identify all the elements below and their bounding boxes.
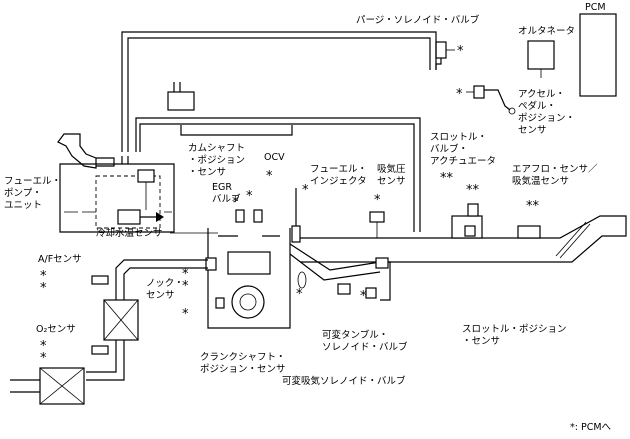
accel-asterisk: * <box>456 87 463 102</box>
intake-duct <box>300 203 627 263</box>
vis-asterisk: * <box>296 287 303 302</box>
af-asterisk-1: * <box>40 269 47 284</box>
purge-solenoid-valve: パージ・ソレノイド・バルブ * <box>356 14 480 70</box>
tps-asterisk: ** <box>466 183 480 198</box>
map-label-2: センサ <box>377 176 406 187</box>
accel-label-4: センサ <box>518 125 547 136</box>
injector-asterisk: * <box>302 183 309 198</box>
fuel-pump-label-3: ユニット <box>4 200 42 211</box>
knock-label-2: センサ <box>146 290 175 301</box>
fuel-pump-label-1: フューエル・ <box>4 176 61 187</box>
o2-asterisk-1: * <box>40 339 47 354</box>
vis-label: 可変吸気ソレノイド・バルブ <box>282 375 406 387</box>
injector-label-1: フューエル・ <box>310 164 367 175</box>
crank-label-1: クランクシャフト・ <box>200 352 286 363</box>
upper-labels: カムシャフト ・ポジション ・センサ OCV フューエル・ インジェクタ 吸気圧… <box>188 143 406 205</box>
alternator-label: オルタネータ <box>518 26 575 37</box>
cam-label-1: カムシャフト <box>188 143 245 154</box>
ocv-label: OCV <box>264 152 285 163</box>
coolant-asterisk-1: * <box>182 267 189 282</box>
purge-solenoid-label: パージ・ソレノイド・バルブ <box>356 14 480 26</box>
lower-labels: 冷却水温センサ A/Fセンサ ノック・ センサ O₂センサ クランクシャフト・ … <box>36 227 612 433</box>
upper-asterisks: * * * * * <box>232 169 381 210</box>
knock-label-1: ノック・ <box>146 278 184 289</box>
throttle-act-asterisk: ** <box>440 171 454 186</box>
map-label-1: 吸気圧 <box>377 163 406 175</box>
knock-asterisk: * <box>182 307 189 322</box>
crank-label-2: ポジション・センサ <box>200 364 286 375</box>
pcm-label: PCM <box>585 2 606 13</box>
coolant-temp-label: 冷却水温センサ <box>96 227 163 239</box>
cam-asterisk: * <box>246 189 253 204</box>
accel-label-3: ポジション・ <box>518 113 575 124</box>
accel-label-1: アクセル・ <box>518 89 565 100</box>
engine <box>205 188 301 329</box>
intake-runners <box>289 243 391 301</box>
alternator: オルタネータ <box>518 26 575 78</box>
throttle-act-label-1: スロットル・ <box>430 132 487 143</box>
egr-label-2: バルブ <box>212 193 241 205</box>
legend: *: PCMへ <box>570 422 612 433</box>
egr-label-1: EGR <box>212 182 232 193</box>
cam-label-2: ・ポジション <box>188 155 245 166</box>
throttle-act-label-2: バルブ・ <box>430 143 468 155</box>
lower-asterisks: * * * * * * * * * <box>40 267 367 366</box>
map-asterisk: * <box>374 193 381 208</box>
af-asterisk-2: * <box>40 281 47 296</box>
throttle-act-label-3: アクチュエータ <box>430 156 496 167</box>
fuel-pump-unit: フューエル・ ポンプ・ ユニット <box>4 133 175 233</box>
fuel-pump-label-2: ポンプ・ <box>4 188 42 199</box>
vacuum-lines <box>121 31 437 232</box>
tumble-label-1: 可変タンブル・ <box>322 329 388 341</box>
coolant-asterisk-2: * <box>182 279 189 294</box>
afm-asterisk: ** <box>526 199 540 214</box>
afm-label-1: エアフロ・センサ／ <box>512 164 598 175</box>
afm-label-2: 吸気温センサ <box>512 175 569 187</box>
af-sensor-label: A/Fセンサ <box>38 254 82 265</box>
accel-label-2: ペダル・ <box>518 100 556 112</box>
cam-label-3: ・センサ <box>188 167 226 178</box>
tumble-label-2: ソレノイド・バルブ <box>322 341 408 353</box>
tumble-asterisk: * <box>360 289 367 304</box>
exhaust-system <box>10 259 208 405</box>
throttle-labels: スロットル・ バルブ・ アクチュエータ エアフロ・センサ／ 吸気温センサ ** … <box>430 132 598 214</box>
egr-asterisk: * <box>232 195 239 210</box>
o2-asterisk-2: * <box>40 351 47 366</box>
accelerator-pedal-sensor: * アクセル・ ペダル・ ポジション・ センサ <box>456 85 575 136</box>
injector-label-2: インジェクタ <box>310 176 367 187</box>
tps-label-1: スロットル・ポジション <box>462 324 567 335</box>
ocv-asterisk: * <box>266 169 273 184</box>
pcm-unit: PCM <box>579 2 617 97</box>
purge-asterisk: * <box>457 44 464 59</box>
tps-label-2: ・センサ <box>462 336 500 347</box>
o2-sensor-label: O₂センサ <box>36 324 76 335</box>
